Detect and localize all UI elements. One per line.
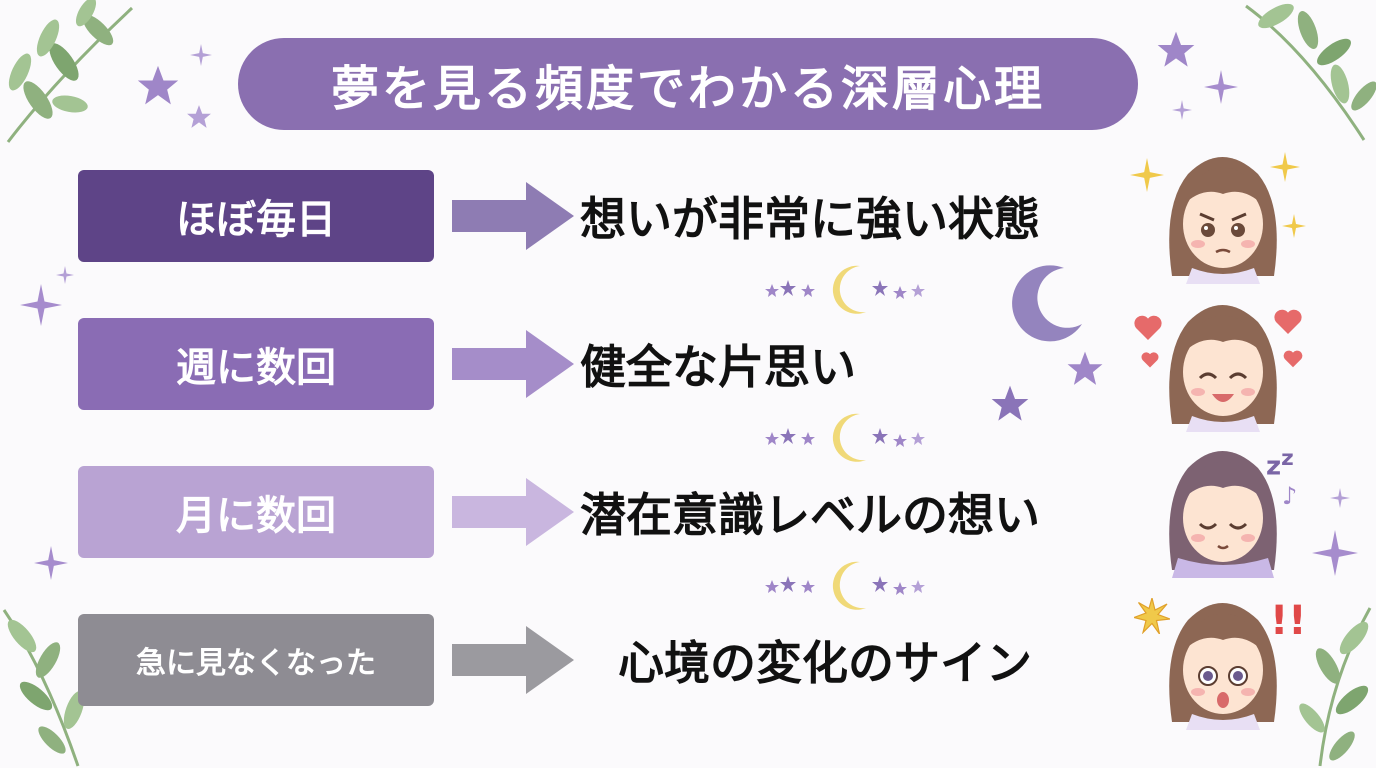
sparkle-icon	[1130, 158, 1164, 192]
star-icon	[1067, 351, 1103, 385]
arrow-icon	[452, 182, 574, 250]
star-icon	[991, 385, 1029, 421]
sparkle-icon	[190, 44, 212, 66]
sparkle-icon	[34, 546, 68, 580]
sparkle-icon	[1172, 100, 1192, 120]
leaf-branch-icon	[1299, 607, 1372, 767]
surprised-girl-icon	[1169, 603, 1277, 730]
heart-icon	[1274, 309, 1302, 334]
crescent-moon-icon	[765, 265, 925, 314]
zzz-icon: zz	[1266, 446, 1294, 482]
crescent-moon-icon	[765, 413, 925, 462]
exclamation-icon: !!	[1270, 598, 1307, 644]
smiling-girl-icon	[1169, 305, 1277, 432]
burst-icon	[1134, 598, 1170, 634]
star-icon	[1157, 31, 1195, 67]
leaf-branch-icon	[1245, 3, 1376, 141]
page-title: 夢を見る頻度でわかる深層心理	[238, 38, 1138, 130]
sleeping-girl-icon	[1169, 451, 1277, 578]
crescent-moon-icon	[765, 561, 925, 610]
sparkle-icon	[56, 266, 74, 284]
arrow-icon	[452, 330, 574, 398]
crescent-moon-icon	[1012, 265, 1082, 342]
heart-icon	[1134, 315, 1162, 340]
frequency-label-daily: ほぼ毎日	[78, 170, 434, 262]
arrow-icon	[452, 626, 574, 694]
frequency-label-weekly: 週に数回	[78, 318, 434, 410]
determined-girl-icon	[1169, 157, 1277, 284]
sparkle-icon	[1312, 530, 1358, 576]
leaf-branch-icon	[6, 0, 134, 143]
sparkle-icon	[1330, 488, 1350, 508]
result-text-strong: 想いが非常に強い状態	[580, 192, 1040, 246]
sparkle-icon	[1270, 152, 1300, 182]
frequency-label-stopped: 急に見なくなった	[78, 614, 434, 706]
arrow-icon	[452, 478, 574, 546]
leaf-branch-icon	[2, 609, 85, 767]
result-text-subconscious: 潜在意識レベルの想い	[580, 488, 1040, 542]
result-text-change: 心境の変化のサイン	[618, 636, 1032, 690]
result-text-healthy: 健全な片思い	[580, 340, 856, 394]
heart-icon	[1141, 352, 1159, 368]
star-icon	[187, 105, 211, 128]
sparkle-icon	[1282, 214, 1306, 238]
star-icon	[137, 65, 179, 105]
sparkle-icon	[1204, 70, 1238, 104]
sparkle-icon	[20, 284, 62, 326]
frequency-label-monthly: 月に数回	[78, 466, 434, 558]
heart-icon	[1283, 350, 1303, 368]
music-note-icon: ♪	[1282, 482, 1298, 510]
